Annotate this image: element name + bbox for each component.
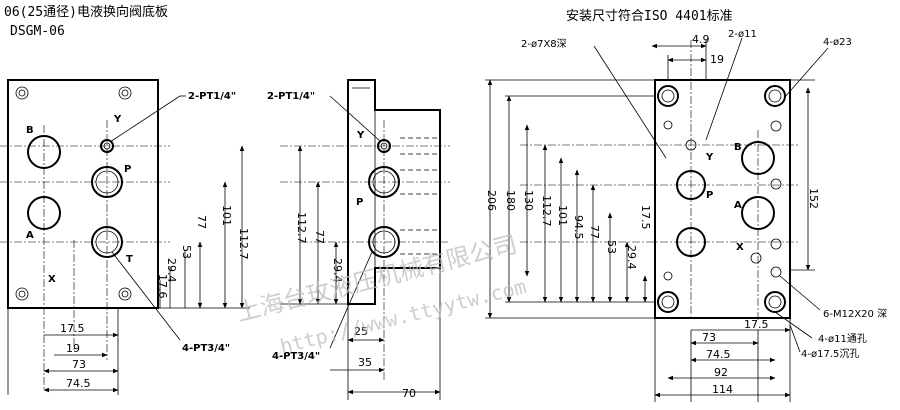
front-horizontal-dims [7, 308, 119, 395]
front-plate-outline [7, 79, 159, 309]
front-letter-b: B [26, 125, 34, 136]
top-dim-130: 130 [522, 190, 535, 211]
side-dim-70: 70 [402, 387, 416, 400]
top-dim-206: 206 [485, 190, 498, 211]
top-callout-7x8: 2-ø7X8深 [521, 38, 567, 50]
front-dim-74-5: 74.5 [66, 377, 91, 390]
side-horizontal-dims [330, 268, 441, 400]
front-dim-73: 73 [72, 358, 86, 371]
top-letter-y: Y [705, 152, 714, 163]
top-dim-19: 19 [710, 53, 724, 66]
front-centerlines [0, 120, 170, 390]
side-letter-y: Y [356, 130, 365, 141]
side-dim-35: 35 [358, 356, 372, 369]
top-dim-4-9: 4.9 [692, 33, 710, 46]
front-dim-29-4: 29.4 [165, 258, 178, 283]
front-dim-53: 53 [180, 245, 193, 259]
side-letter-p: P [356, 197, 363, 208]
side-view: Y P 2-PT1/4" 4-PT3/4" 112.7 77 29.4 25 3… [267, 79, 450, 400]
title-line-2: DSGM-06 [10, 24, 65, 39]
top-letter-a: A [734, 200, 742, 211]
top-port-x [750, 252, 762, 264]
side-callout-top: 2-PT1/4" [267, 91, 315, 102]
top-letter-x: X [736, 242, 744, 253]
top-plate-outline [654, 79, 791, 319]
front-letter-x: X [48, 274, 56, 285]
top-dim-17-5-v: 17.5 [639, 205, 652, 230]
top-callout-11: 2-ø11 [728, 29, 757, 40]
top-dim-92: 92 [714, 366, 728, 379]
title-line-1: 06(25通径)电液换向阀底板 [4, 4, 168, 20]
top-dim-114: 114 [712, 383, 733, 396]
front-dim-101: 101 [220, 205, 233, 226]
front-dim-17-6: 17.6 [156, 274, 169, 299]
top-dim-74-5: 74.5 [706, 348, 731, 361]
side-dim-77: 77 [313, 230, 326, 244]
top-dim-180: 180 [504, 190, 517, 211]
side-dim-25: 25 [354, 325, 368, 338]
top-thread-holes [663, 120, 782, 281]
front-dim-17-5: 17.5 [60, 322, 85, 335]
top-dim-94-5: 94.5 [572, 215, 585, 240]
drawing-title: 06(25通径)电液换向阀底板 DSGM-06 安装尺寸符合ISO 4401标准 [4, 4, 733, 39]
front-vertical-dims [158, 145, 250, 309]
top-callout-counterbore: 4-ø17.5沉孔 [801, 347, 859, 360]
front-dim-112-7: 112.7 [237, 228, 250, 260]
side-dim-112-7: 112.7 [295, 212, 308, 244]
top-dim-29-4: 29.4 [625, 245, 638, 270]
top-callout-m12: 6-M12X20 深 [823, 308, 887, 320]
top-letter-p: P [706, 190, 713, 201]
top-right-callouts: 6-M12X20 深 4-ø11通孔 4-ø17.5沉孔 152 [774, 79, 887, 360]
top-view: Y B P A X 2-ø7X8深 2-ø11 4-ø23 4.9 19 6-M… [485, 29, 887, 402]
top-callout-thru: 4-ø11通孔 [818, 333, 867, 345]
top-horizontal-dims [654, 318, 791, 402]
side-vertical-dims [280, 145, 348, 305]
side-dim-29-4: 29.4 [331, 258, 344, 283]
front-letter-t: T [126, 254, 133, 265]
top-letter-b: B [734, 142, 742, 153]
front-letter-y: Y [113, 114, 122, 125]
front-dim-77: 77 [195, 215, 208, 229]
standard-note: 安装尺寸符合ISO 4401标准 [566, 8, 733, 24]
top-dim-112-7: 112.7 [540, 195, 553, 227]
front-view: B Y P A T X 2-PT1/4" 4-PT3/4" 112.7 101 … [0, 79, 250, 395]
top-callouts: 2-ø7X8深 2-ø11 4-ø23 4.9 19 [521, 29, 852, 159]
front-letter-p: P [124, 164, 131, 175]
watermark: 上海台玫液压机械有限公司 http://www.ttyytw.com [234, 230, 529, 358]
front-dim-19: 19 [66, 342, 80, 355]
front-callout-top: 2-PT1/4" [188, 91, 236, 102]
top-dim-53: 53 [605, 240, 618, 254]
side-callout-bottom: 4-PT3/4" [272, 351, 320, 362]
front-letter-a: A [26, 230, 34, 241]
front-callout-bottom: 4-PT3/4" [182, 343, 230, 354]
top-callout-23: 4-ø23 [823, 37, 852, 48]
top-dim-17-5-h: 17.5 [744, 318, 769, 331]
side-hidden-lines [400, 137, 440, 255]
top-dim-152: 152 [807, 188, 820, 209]
front-corner-holes [15, 86, 132, 301]
top-dim-73: 73 [702, 331, 716, 344]
front-ports [27, 135, 123, 258]
top-vertical-dims [485, 79, 655, 319]
top-dim-101: 101 [556, 205, 569, 226]
top-dim-77: 77 [588, 225, 601, 239]
